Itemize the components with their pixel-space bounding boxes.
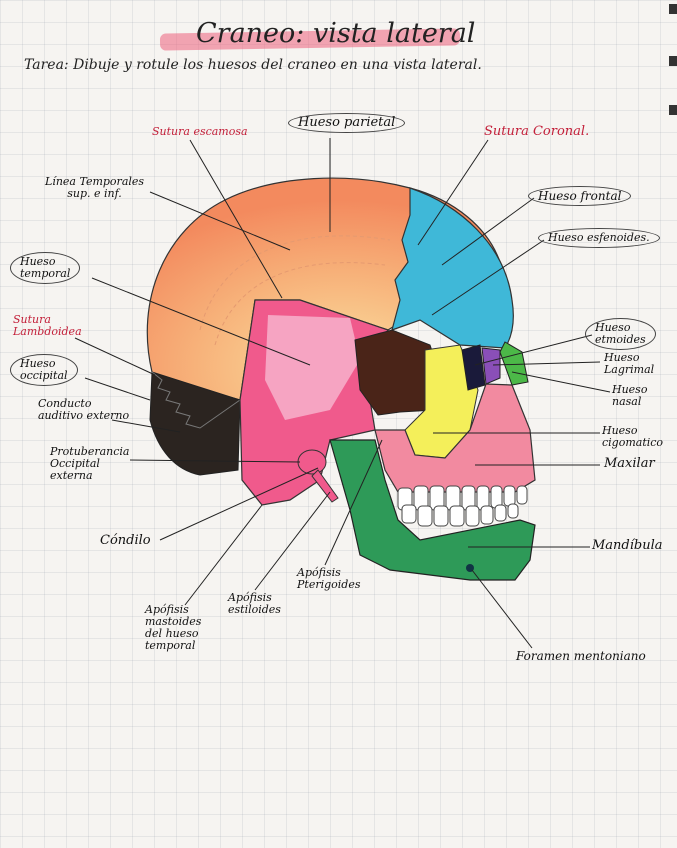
- page-edge-mark: [669, 4, 677, 14]
- page-title: Craneo: vista lateral: [196, 18, 476, 49]
- label-maxilar: Maxilar: [604, 456, 655, 471]
- styloid-process: [311, 469, 339, 503]
- ethmoid-bone: [461, 344, 486, 391]
- nasal-bone: [499, 341, 529, 386]
- leader-lines: [74, 138, 611, 649]
- task-instruction: Tarea: Dibuje y rotule los huesos del cr…: [24, 57, 482, 73]
- temporal-lines: [214, 262, 386, 346]
- label-hueso-esfenoides: Hueso esfenoides.: [538, 228, 660, 248]
- temporal-lines: [199, 235, 391, 331]
- lacrimal-bone: [481, 347, 501, 385]
- label-sutura-escamosa: Sutura escamosa: [152, 125, 248, 138]
- mandible-bone: [329, 439, 536, 581]
- label-hueso-parietal: Hueso parietal: [288, 113, 406, 133]
- temporal-squama-shading: [265, 315, 360, 420]
- label-sutura-coronal: Sutura Coronal.: [484, 124, 590, 139]
- lambdoid-suture: [151, 371, 241, 429]
- label-hueso-frontal: Hueso frontal: [528, 186, 632, 206]
- frontal-bone: [391, 187, 514, 349]
- label-mandibula: Mandíbula: [592, 538, 663, 553]
- page-edge-mark: [669, 105, 677, 115]
- page-edge-mark: [669, 56, 677, 66]
- label-condilo: Cóndilo: [100, 533, 151, 548]
- label-foramen-mentoniano: Foramen mentoniano: [516, 649, 646, 663]
- teeth: [397, 485, 528, 527]
- occipital-bone: [149, 371, 241, 476]
